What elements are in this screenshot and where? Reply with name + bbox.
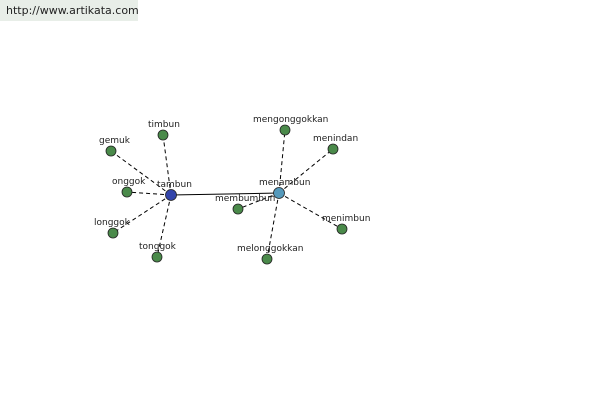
- edge-menambun-membumbun: [237, 192, 280, 210]
- node-label-longgok: longgok: [94, 218, 131, 228]
- node-label-timbun: timbun: [148, 120, 180, 130]
- node-menindan[interactable]: [327, 143, 339, 155]
- node-membumbun[interactable]: [232, 203, 244, 215]
- node-mengonggokkan[interactable]: [279, 124, 291, 136]
- edge-tambun-tonggok: [156, 194, 172, 258]
- node-label-tambun: tambun: [157, 180, 192, 190]
- labels-layer: tambun menambun timbun gemuk onggok longgok to…: [94, 115, 370, 254]
- node-timbun[interactable]: [157, 129, 169, 141]
- node-tambun[interactable]: [165, 189, 177, 201]
- edge-tambun-menambun: [170, 192, 280, 196]
- source-url-text[interactable]: http://www.artikata.com: [6, 4, 139, 17]
- edge-menambun-menindan: [278, 148, 334, 194]
- node-melonggokkan[interactable]: [261, 253, 273, 265]
- node-label-gemuk: gemuk: [99, 136, 131, 146]
- node-label-menindan: menindan: [313, 134, 358, 144]
- nodes-layer: [105, 124, 348, 265]
- node-label-menambun: menambun: [259, 178, 310, 188]
- node-label-tonggok: tonggok: [139, 242, 177, 252]
- edge-menambun-mengonggokkan: [278, 129, 286, 194]
- node-gemuk[interactable]: [105, 145, 117, 157]
- node-menambun[interactable]: [273, 187, 285, 199]
- edge-tambun-longgok: [112, 194, 172, 234]
- edge-tambun-gemuk: [110, 150, 172, 196]
- node-longgok[interactable]: [107, 227, 119, 239]
- node-menimbun[interactable]: [336, 223, 348, 235]
- edges-layer: [110, 129, 343, 260]
- node-onggok[interactable]: [121, 186, 133, 198]
- node-tonggok[interactable]: [151, 251, 163, 263]
- edge-tambun-timbun: [162, 134, 172, 196]
- edge-tambun-onggok: [126, 191, 172, 196]
- node-label-menimbun: menimbun: [322, 214, 370, 224]
- node-label-onggok: onggok: [112, 177, 146, 187]
- node-label-mengonggokkan: mengonggokkan: [253, 115, 328, 125]
- node-label-membumbun: membumbun: [215, 194, 275, 204]
- node-label-melonggokkan: melonggokkan: [237, 244, 303, 254]
- source-url-banner[interactable]: http://www.artikata.com: [0, 0, 139, 21]
- edge-menambun-menimbun: [278, 192, 343, 230]
